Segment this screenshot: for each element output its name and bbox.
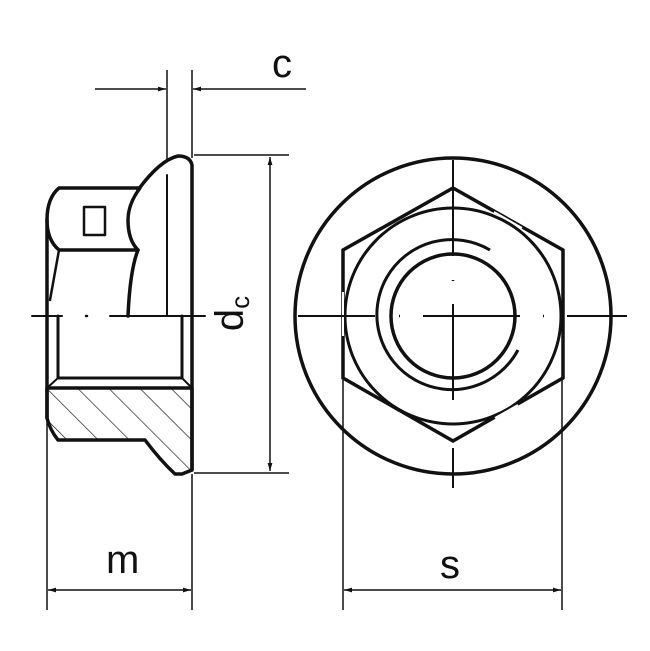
dimension-label-c: c xyxy=(272,42,292,86)
top-view xyxy=(293,156,627,488)
marking-square-icon xyxy=(82,205,107,237)
side-section-view xyxy=(31,154,206,476)
dimension-label-m: m xyxy=(106,538,140,582)
dimension-dc xyxy=(194,154,289,474)
dimension-m xyxy=(46,420,193,610)
centerline-right xyxy=(298,160,627,488)
dimension-label-s: s xyxy=(440,543,460,587)
dimension-s xyxy=(342,380,563,610)
dimension-label-dc: dc xyxy=(208,295,256,332)
hexagon xyxy=(341,185,565,444)
dc-main: d xyxy=(208,308,253,332)
thread-arc xyxy=(375,238,520,392)
dc-subscript: c xyxy=(225,295,256,309)
dimension-c xyxy=(95,70,306,160)
